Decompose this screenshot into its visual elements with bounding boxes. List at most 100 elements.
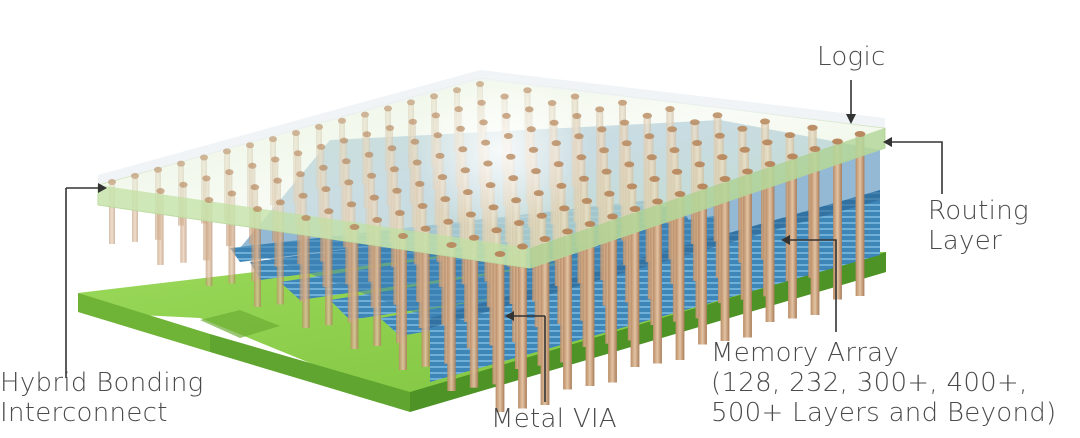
memory-label-line2: (128, 232, 300+, 400+, bbox=[711, 368, 1028, 398]
bonding-pad bbox=[346, 201, 357, 208]
routing-leader bbox=[890, 141, 943, 194]
bonding-pad bbox=[595, 106, 605, 113]
bonding-pad bbox=[293, 150, 303, 157]
bonding-pad bbox=[500, 93, 509, 100]
logic-label-text: Logic bbox=[817, 42, 886, 72]
bonding-pad bbox=[250, 184, 260, 191]
memory-leader bbox=[788, 239, 837, 332]
bonding-pad bbox=[644, 133, 655, 140]
logic-layer bbox=[98, 70, 885, 185]
bonding-pad bbox=[131, 172, 139, 179]
bonding-pad bbox=[601, 168, 612, 175]
bonding-pad bbox=[204, 197, 214, 203]
bonding-pad bbox=[361, 111, 369, 118]
bonding-pad bbox=[384, 105, 392, 112]
bonding-pad bbox=[298, 192, 308, 199]
bonding-pad bbox=[511, 197, 522, 204]
bonding-pad bbox=[674, 191, 686, 197]
bonding-pad bbox=[477, 99, 486, 106]
bonding-pad bbox=[465, 211, 476, 218]
bonding-pad bbox=[389, 166, 399, 173]
bonding-pad bbox=[618, 99, 627, 106]
memory-label-line1: Memory Array bbox=[711, 338, 900, 368]
bonding-pad bbox=[271, 156, 280, 163]
bonding-pad bbox=[454, 106, 463, 113]
bonding-pad bbox=[642, 112, 652, 119]
bonding-pad bbox=[547, 100, 557, 106]
bonding-pad bbox=[460, 167, 470, 174]
bonding-pad bbox=[412, 159, 422, 166]
bonding-pad bbox=[108, 179, 116, 185]
bonding-pad bbox=[296, 171, 305, 178]
bonding-pad bbox=[292, 130, 300, 136]
bonding-pad bbox=[431, 112, 440, 119]
memory-label-line3: 500+ Layers and Beyond) bbox=[711, 398, 1057, 428]
bonding-pad bbox=[717, 154, 728, 161]
bonding-pad bbox=[225, 169, 234, 176]
via-pillar bbox=[608, 218, 617, 383]
via-pillar bbox=[518, 248, 527, 409]
bonding-pad bbox=[784, 132, 796, 139]
bonding-pad bbox=[443, 218, 454, 225]
bonding-pad bbox=[539, 236, 551, 242]
bonding-pad bbox=[395, 210, 405, 216]
via-pillar bbox=[743, 173, 752, 338]
bonding-pad bbox=[581, 198, 593, 204]
routing-label-line2: Layer bbox=[928, 226, 1002, 256]
bonding-pad bbox=[692, 140, 703, 146]
bonding-pad bbox=[275, 199, 285, 206]
bonding-pad bbox=[177, 160, 185, 167]
via-pillar bbox=[398, 238, 407, 370]
bonding-pad bbox=[372, 217, 383, 223]
bonding-pad bbox=[579, 175, 589, 182]
bonding-pad bbox=[551, 140, 561, 147]
bonding-pad bbox=[202, 175, 211, 182]
logic-arrowhead bbox=[846, 114, 856, 124]
bonding-pad bbox=[737, 125, 748, 132]
via-pillar bbox=[447, 247, 456, 391]
bonding-pad bbox=[316, 143, 326, 150]
via-pillar bbox=[109, 184, 115, 244]
bonding-pad bbox=[227, 190, 237, 197]
via-pillar bbox=[276, 204, 284, 305]
via-pillar bbox=[469, 239, 479, 388]
bonding-pad bbox=[764, 161, 776, 167]
via-pillar bbox=[810, 151, 820, 315]
bonding-pad bbox=[549, 119, 559, 126]
bonding-pad bbox=[787, 153, 798, 160]
bonding-pad bbox=[420, 225, 431, 232]
via-pillar bbox=[302, 220, 310, 328]
bonding-pad bbox=[652, 198, 663, 205]
bonding-pad bbox=[392, 187, 402, 194]
via-pillar bbox=[720, 181, 730, 341]
bonding-pad bbox=[223, 148, 231, 155]
bonding-pad bbox=[502, 112, 511, 119]
bonding-pad bbox=[559, 205, 570, 212]
memory-arrowhead bbox=[781, 235, 790, 245]
via-pillar bbox=[585, 226, 595, 386]
bonding-pad bbox=[407, 99, 415, 106]
bonding-pad bbox=[458, 146, 468, 153]
routing-layer-label: Routing Layer bbox=[928, 196, 1029, 256]
bonding-pad bbox=[362, 131, 372, 138]
bonding-pad bbox=[526, 126, 536, 133]
bonding-pad bbox=[468, 234, 480, 241]
routing-label-line1: Routing bbox=[928, 196, 1029, 226]
bonding-pad bbox=[435, 152, 445, 159]
bonding-pad bbox=[324, 208, 334, 215]
bonding-pad bbox=[342, 158, 351, 165]
bonding-pad bbox=[762, 139, 773, 146]
bonding-pad bbox=[200, 154, 208, 161]
bonding-pad bbox=[607, 213, 618, 220]
bonding-pad bbox=[807, 124, 818, 131]
bonding-pad bbox=[463, 189, 473, 196]
bonding-pad bbox=[626, 183, 638, 190]
bonding-pad bbox=[349, 224, 360, 230]
bonding-pad bbox=[156, 188, 165, 194]
via-pillar bbox=[698, 188, 707, 345]
bonding-pad bbox=[301, 215, 311, 221]
bonding-pad bbox=[739, 146, 750, 153]
metal-via-label: Metal VIA bbox=[491, 404, 617, 434]
bonding-pad bbox=[446, 242, 457, 248]
